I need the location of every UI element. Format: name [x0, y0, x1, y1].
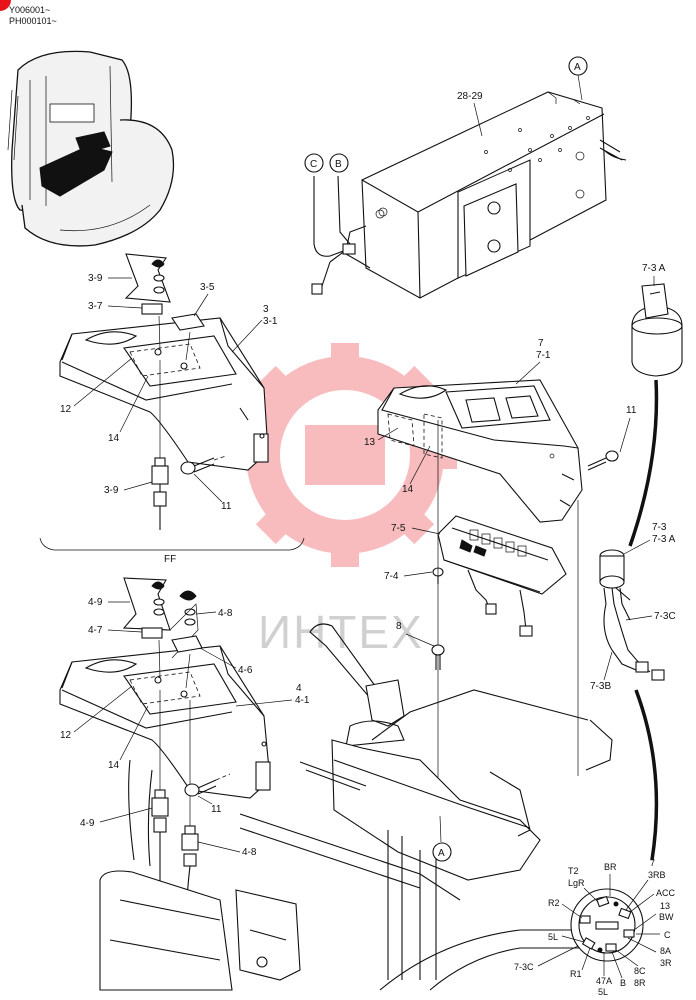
callout-12-bot: 12	[60, 730, 72, 741]
callout-3-9-bot: 3-9	[104, 485, 119, 496]
operator-lever-frame	[239, 623, 620, 991]
pin-8a: 8A	[660, 946, 671, 956]
pin-t2: T2	[568, 866, 579, 876]
callout-3: 3	[263, 304, 269, 315]
left-console-upper	[59, 317, 269, 471]
pin-c: C	[664, 930, 671, 940]
callout-4-9-bot: 4-9	[80, 818, 95, 829]
serial-range-2: PH000101~	[9, 16, 57, 26]
callout-4: 4	[296, 683, 302, 694]
part-3-5-plate	[171, 313, 205, 331]
part-11-bolt-mid	[605, 450, 619, 462]
ff-group-bracket	[39, 537, 305, 551]
callout-28-29: 28-29	[457, 91, 483, 102]
callout-4-9-top: 4-9	[88, 597, 103, 608]
callout-14-bot: 14	[108, 760, 120, 771]
pin-br: BR	[604, 862, 617, 872]
serial-range-1: Y006001~	[9, 5, 50, 15]
callout-4-7: 4-7	[88, 625, 103, 636]
pin-47a: 47A	[596, 976, 612, 986]
arrow-curve-upper	[628, 379, 659, 547]
ignition-key-7-3a	[631, 283, 683, 377]
callout-14-mid: 14	[402, 484, 414, 495]
circle-ref-a-mid-label: A	[438, 848, 445, 859]
callout-7: 7	[538, 338, 544, 349]
pin-r2: R2	[548, 898, 560, 908]
part-4-8-cap-top	[179, 590, 197, 601]
callout-7-3b: 7-3B	[590, 681, 611, 692]
callout-ff: FF	[164, 554, 176, 565]
machine-cab-inset	[7, 50, 175, 247]
circle-ref-b-top-label: B	[335, 159, 342, 170]
callout-8: 8	[396, 621, 402, 632]
monitor-panel-7-5	[437, 515, 567, 637]
callout-7-1: 7-1	[536, 350, 551, 361]
callout-4-8-bot: 4-8	[242, 847, 257, 858]
callout-4-6: 4-6	[238, 665, 253, 676]
circle-ref-c-top	[304, 153, 324, 173]
callout-3-7: 3-7	[88, 301, 103, 312]
pin-acc: ACC	[656, 888, 676, 898]
pin-5l-bottom: 5L	[598, 987, 608, 997]
key-switch-body	[599, 549, 665, 681]
callout-7-3c: 7-3C	[654, 611, 676, 622]
pin-3r: 3R	[660, 958, 672, 968]
pin-r1: R1	[570, 969, 582, 979]
callout-3-5: 3-5	[200, 282, 215, 293]
callout-13: 13	[364, 437, 376, 448]
part-3-9-switch-lower	[151, 457, 169, 530]
part-4-9-switch-lower	[151, 789, 169, 940]
watermark-text: ИНТЕХ	[258, 606, 424, 658]
callout-3-9-top: 3-9	[88, 273, 103, 284]
callout-7-3a-top: 7-3 A	[642, 263, 666, 274]
key-switch-pin-diagram	[570, 888, 644, 962]
control-box-assembly	[311, 91, 627, 299]
pin-5l-left: 5L	[548, 932, 558, 942]
center-console	[377, 379, 583, 523]
callout-3-1: 3-1	[263, 316, 278, 327]
callout-7-4: 7-4	[384, 571, 399, 582]
part-11-bolt-top	[180, 457, 215, 475]
part-8-bolt	[431, 644, 445, 670]
pin-lgr: LgR	[568, 878, 585, 888]
callout-12-top: 12	[60, 404, 72, 415]
pin-7: 7	[650, 858, 655, 868]
circle-ref-a-top-label: A	[574, 62, 581, 73]
callout-11-mid: 11	[626, 405, 637, 416]
pin-7-3c: 7-3C	[514, 962, 534, 972]
callout-7-5: 7-5	[391, 523, 406, 534]
pin-3rb: 3RB	[648, 870, 666, 880]
part-4-7-plate	[141, 627, 163, 639]
circle-ref-c-top-label: C	[310, 159, 317, 170]
circle-ref-b-top	[329, 153, 349, 173]
callout-11-top: 11	[221, 501, 232, 512]
pin-13: 13	[660, 901, 670, 911]
corner-marker	[0, 0, 11, 11]
callout-14-top: 14	[108, 433, 120, 444]
circle-ref-a-mid	[432, 842, 452, 862]
part-4-6-plate	[171, 635, 203, 653]
arrow-curve-lower	[634, 689, 659, 861]
seat-bracket-left	[99, 759, 301, 991]
pin-b: B	[620, 978, 626, 988]
callout-7-3a: 7-3 A	[652, 534, 676, 545]
callout-4-1: 4-1	[295, 695, 310, 706]
pin-bw: BW	[659, 912, 674, 922]
callout-7-3: 7-3	[652, 522, 667, 533]
callout-4-8-top: 4-8	[218, 608, 233, 619]
pin-8r: 8R	[634, 978, 646, 988]
part-11-bolt-bot	[184, 779, 217, 797]
part-3-7-plate	[141, 303, 163, 315]
pin-8c: 8C	[634, 966, 646, 976]
callout-11-bot: 11	[211, 804, 222, 815]
left-console-lower	[59, 645, 271, 799]
